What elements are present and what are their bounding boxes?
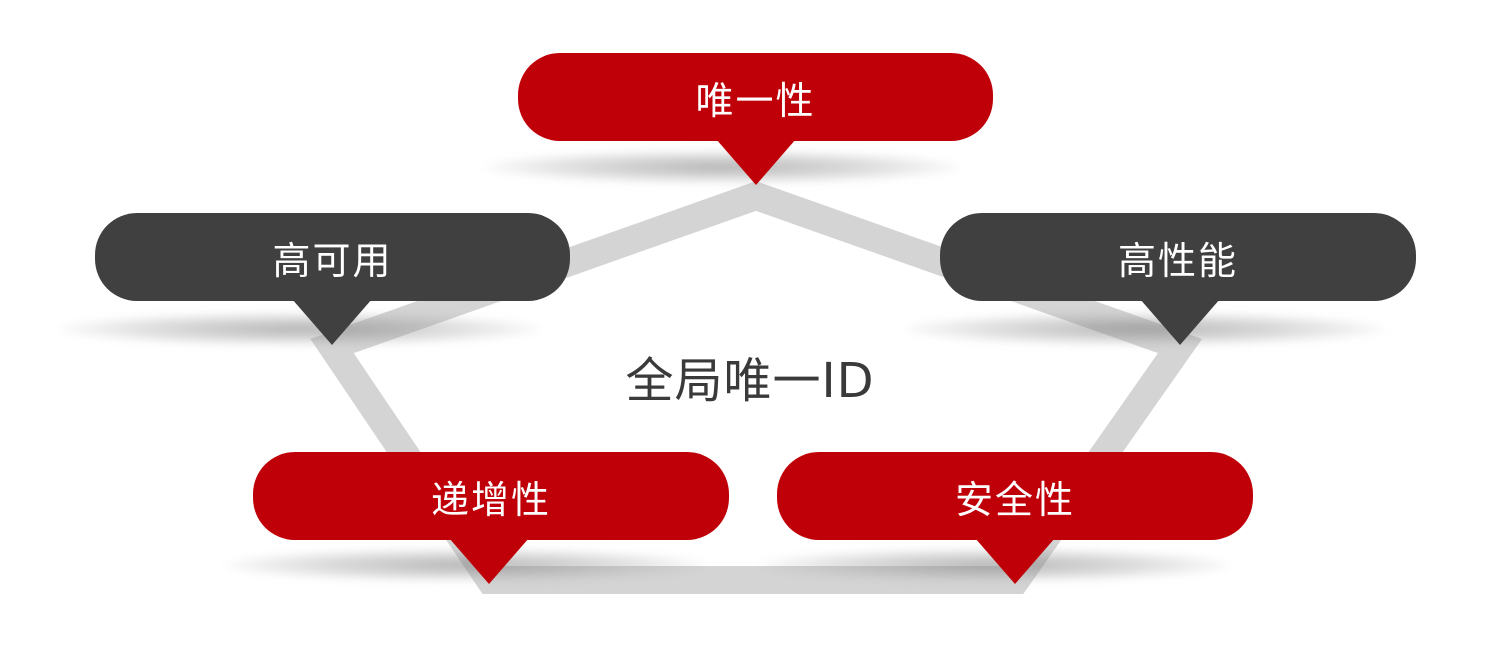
pointer-icon <box>1140 299 1220 345</box>
node-label: 安全性 <box>954 477 1075 522</box>
node-uniqueness: 唯一性 <box>518 53 993 185</box>
node-security: 安全性 <box>777 452 1253 584</box>
node-label: 递增性 <box>430 477 551 522</box>
node-label: 高性能 <box>1117 238 1238 283</box>
pointer-icon <box>716 139 796 185</box>
node-incremental: 递增性 <box>253 452 729 584</box>
node-high-performance: 高性能 <box>940 213 1416 345</box>
pointer-icon <box>292 299 372 345</box>
node-label: 唯一性 <box>695 78 816 123</box>
pointer-icon <box>449 538 529 584</box>
pointer-icon <box>975 538 1055 584</box>
center-title: 全局唯一ID <box>625 353 875 409</box>
node-high-availability: 高可用 <box>95 213 570 345</box>
node-label: 高可用 <box>272 238 393 283</box>
